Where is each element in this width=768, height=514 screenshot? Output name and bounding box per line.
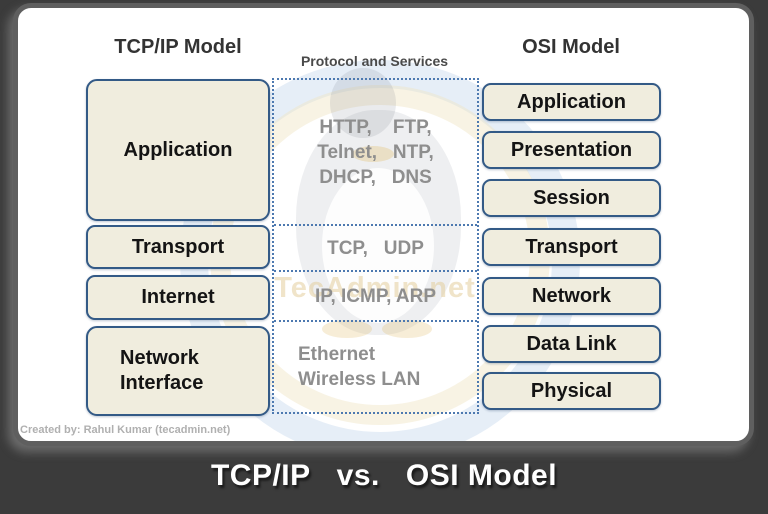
tcpip-layer-network-interface: Network Interface	[86, 326, 270, 416]
tcpip-layer-internet: Internet	[86, 275, 270, 320]
footer-title: TCP/IP vs. OSI Model	[0, 459, 768, 493]
credit-text: Created by: Rahul Kumar (tecadmin.net)	[20, 424, 231, 436]
protocol-line: Ethernet	[298, 344, 376, 365]
protocol-section-network-interface: Ethernet Wireless LAN	[274, 322, 477, 412]
protocol-line: IP, ICMP, ARP	[314, 285, 437, 307]
osi-layer-presentation: Presentation	[482, 131, 661, 169]
osi-layer-application: Application	[482, 83, 661, 121]
protocol-section-transport: TCP, UDP	[274, 226, 477, 272]
osi-model-heading: OSI Model	[522, 36, 620, 58]
tcpip-layer-label: Internet	[141, 286, 215, 308]
protocol-line: Telnet, NTP,	[317, 141, 434, 163]
footer-title-tcpip: TCP/IP	[210, 459, 311, 492]
osi-layer-label: Session	[533, 186, 610, 209]
protocol-line: HTTP, FTP,	[319, 116, 432, 138]
protocol-services-heading: Protocol and Services	[300, 53, 449, 69]
tcpip-layer-label: Application	[123, 138, 233, 161]
osi-layer-label: Application	[517, 90, 626, 113]
osi-layer-physical: Physical	[482, 372, 661, 410]
footer-title-vs: vs.	[336, 459, 380, 492]
osi-layer-session: Session	[482, 179, 661, 217]
protocol-line: Wireless LAN	[298, 369, 421, 390]
protocol-line: TCP, UDP	[327, 237, 424, 259]
osi-layer-label: Presentation	[510, 138, 633, 161]
osi-layer-label: Network	[532, 284, 611, 307]
tcpip-layer-application: Application	[86, 79, 270, 221]
protocol-line: DHCP, DNS	[319, 166, 432, 188]
protocol-column: HTTP, FTP, Telnet, NTP, DHCP, DNS TCP, U…	[272, 78, 479, 414]
protocol-section-application: HTTP, FTP, Telnet, NTP, DHCP, DNS	[274, 80, 477, 226]
footer-title-osi: OSI Model	[405, 459, 558, 492]
tcpip-layer-label: Network Interface	[120, 347, 204, 394]
protocol-section-internet: IP, ICMP, ARP	[274, 272, 477, 322]
tcpip-model-heading: TCP/IP Model	[114, 36, 242, 58]
osi-layer-network: Network	[482, 277, 661, 315]
osi-layer-data-link: Data Link	[482, 325, 661, 363]
osi-layer-label: Transport	[525, 235, 618, 258]
osi-layer-label: Physical	[530, 379, 613, 402]
tcpip-layer-transport: Transport	[86, 225, 270, 269]
osi-layer-label: Data Link	[526, 332, 617, 355]
tcpip-layer-label: Transport	[131, 235, 225, 258]
osi-layer-transport: Transport	[482, 228, 661, 266]
